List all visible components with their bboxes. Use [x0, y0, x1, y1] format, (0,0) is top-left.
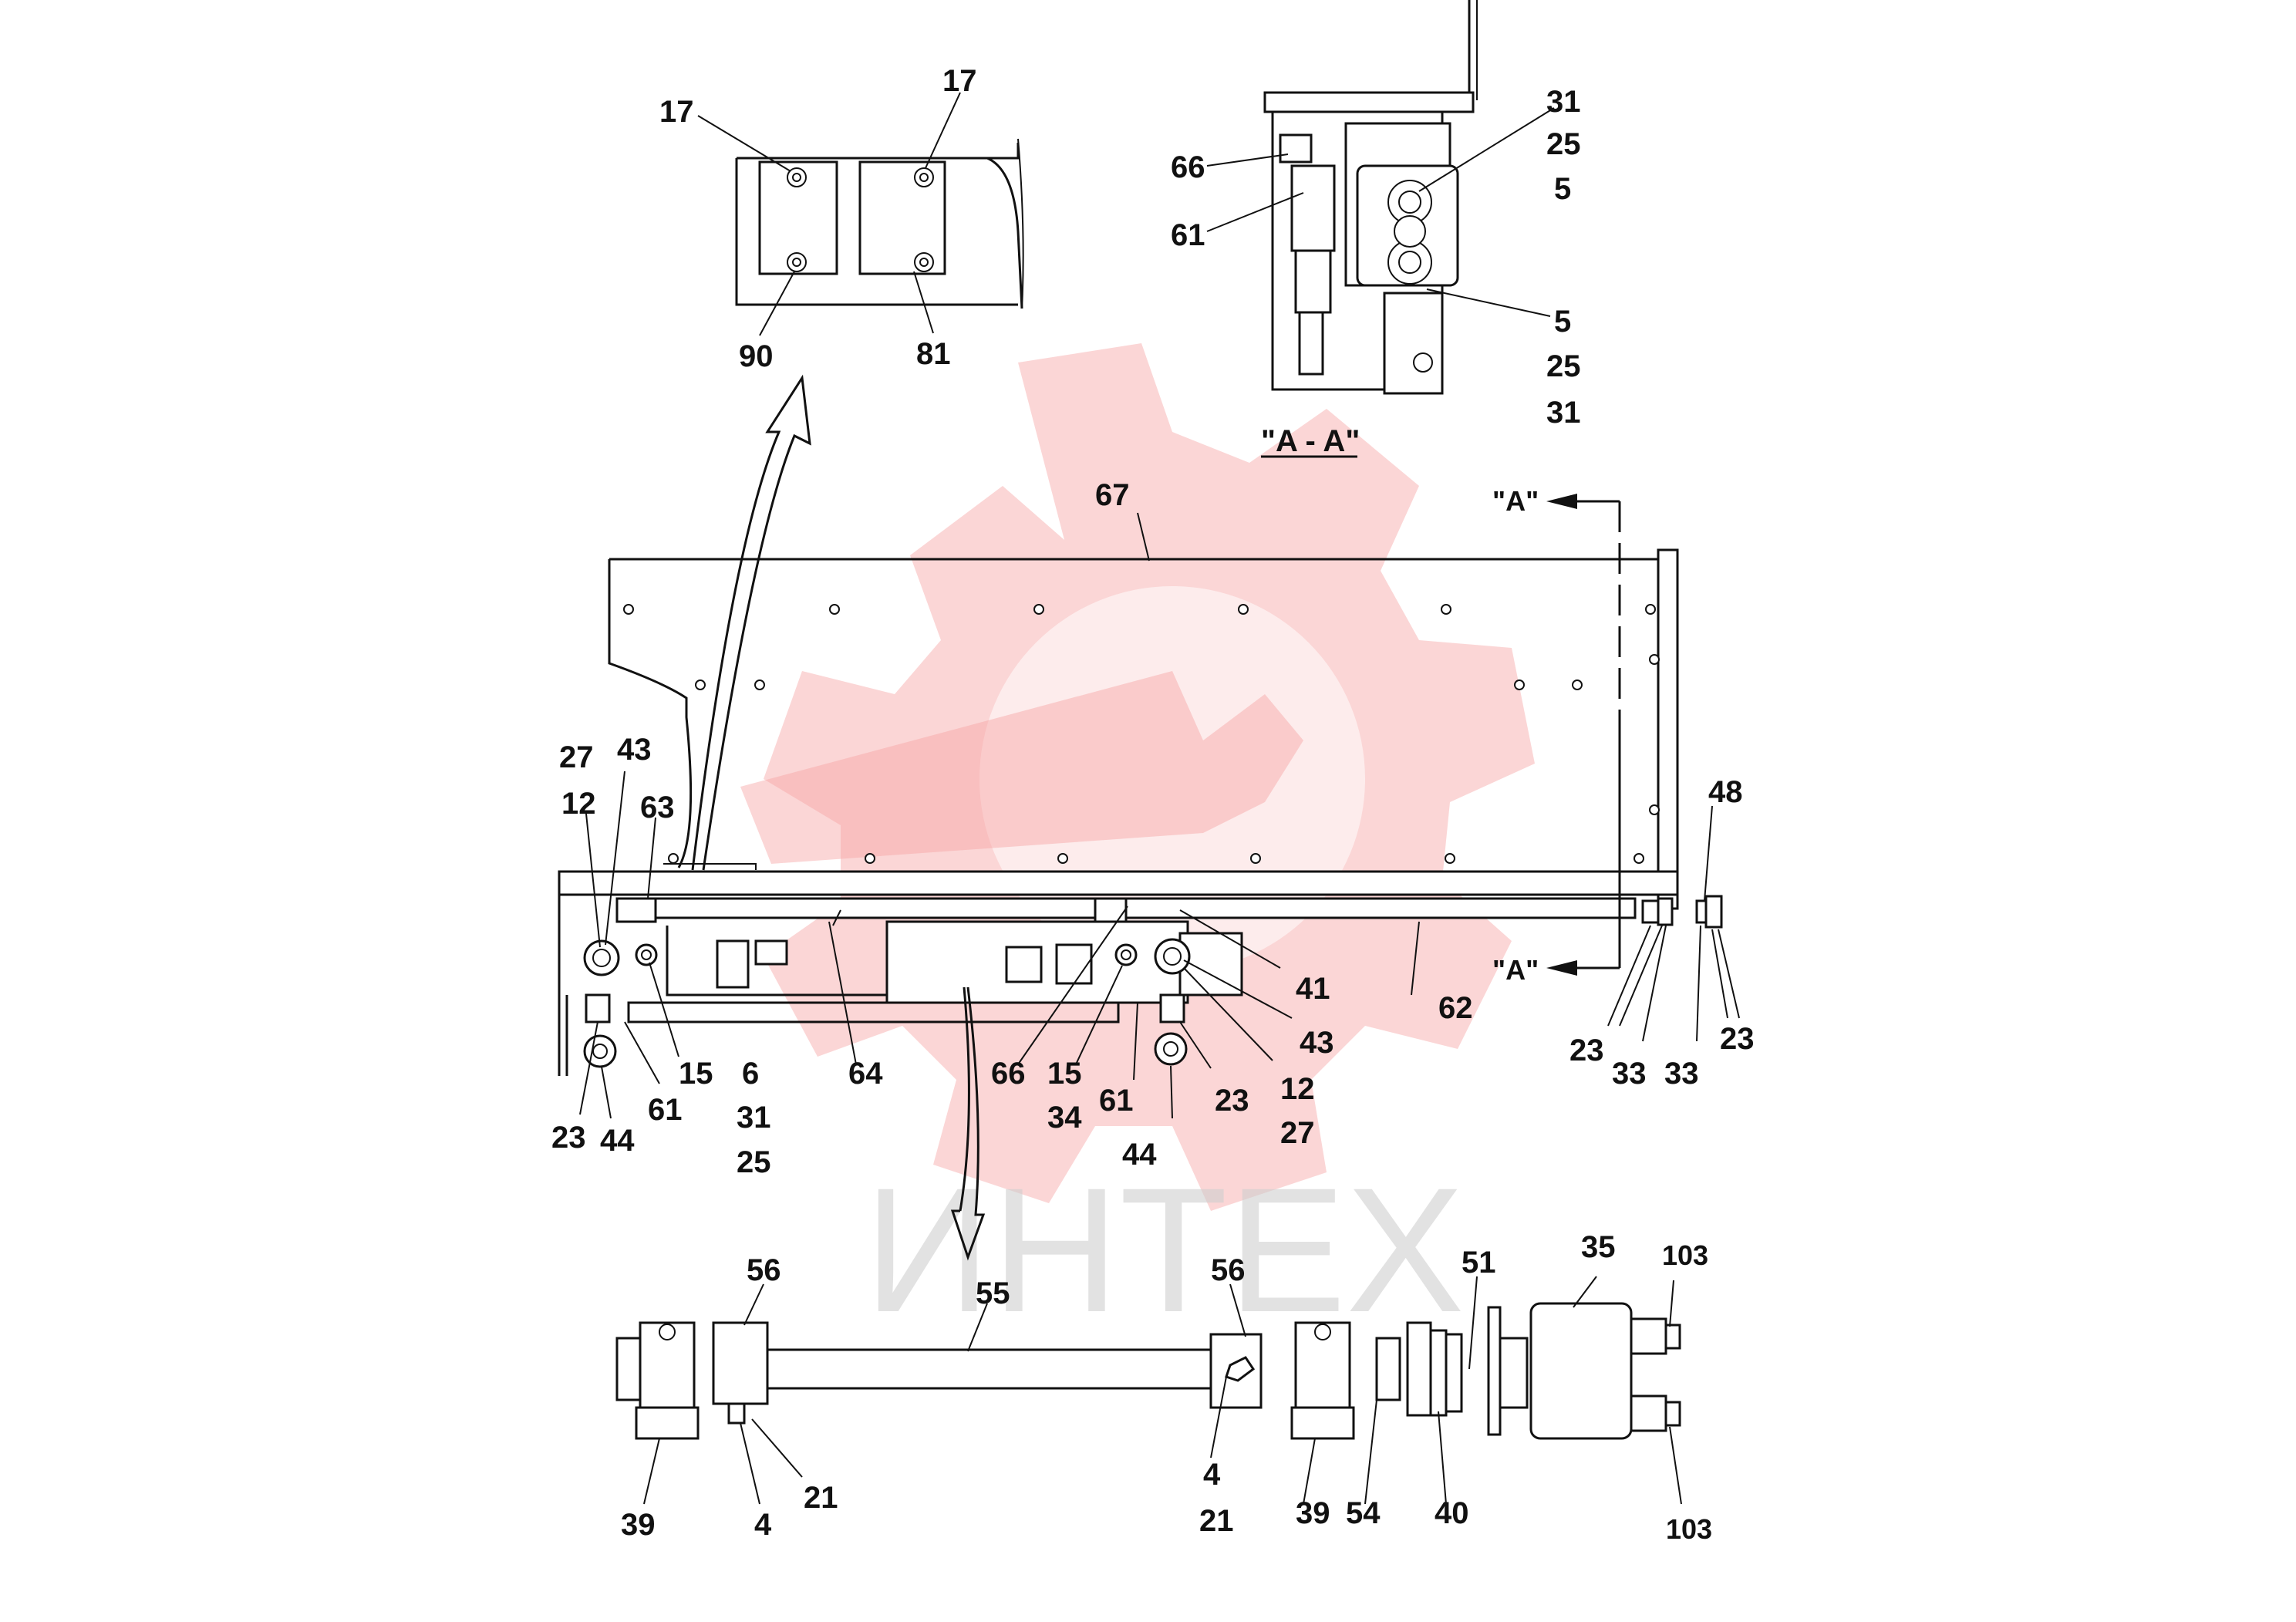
callout-label: 41: [1296, 972, 1330, 1006]
section-marker-bottom: "A": [1492, 954, 1539, 986]
callout-label: 51: [1462, 1246, 1496, 1280]
callout-label: 33: [1612, 1057, 1647, 1091]
callout-label: 21: [1199, 1504, 1234, 1538]
callout-label: 103: [1666, 1513, 1712, 1545]
callout-label: 31: [737, 1101, 771, 1135]
callout-label: 64: [848, 1057, 883, 1091]
callout-label: 25: [1546, 127, 1581, 161]
callout-label: 66: [991, 1057, 1026, 1091]
shaft-assembly: [615, 1276, 1682, 1505]
callout-label: 43: [1300, 1026, 1334, 1060]
callout-label: 23: [1215, 1084, 1249, 1118]
watermark-text: ИНТЕХ: [864, 1151, 1465, 1349]
callout-label: 90: [739, 339, 774, 373]
callout-label: 44: [1122, 1138, 1157, 1172]
callout-label: 23: [551, 1121, 586, 1155]
callout-label: 39: [1296, 1496, 1330, 1530]
callout-label: 44: [600, 1124, 635, 1158]
callout-label: 63: [640, 791, 675, 824]
callout-label: 40: [1435, 1496, 1469, 1530]
callout-label: 4: [1203, 1458, 1221, 1492]
callout-label: 67: [1095, 478, 1130, 512]
callout-label: 33: [1664, 1057, 1699, 1091]
callout-label: 61: [1171, 218, 1205, 252]
detail-view-plates: [697, 92, 1024, 336]
callout-label: 61: [648, 1093, 683, 1127]
motor-35: [1529, 1302, 1633, 1440]
callout-label: 55: [976, 1276, 1010, 1310]
callout-label: 5: [1554, 172, 1571, 206]
collar-56-left: [712, 1321, 769, 1405]
callout-label: 21: [804, 1481, 838, 1515]
callout-label: 103: [1662, 1239, 1708, 1271]
callout-label: 27: [559, 740, 594, 774]
section-marker-top: "A": [1492, 485, 1539, 517]
callout-label: 23: [1569, 1034, 1604, 1067]
callout-label: 34: [1047, 1101, 1082, 1135]
callout-label: 15: [1047, 1057, 1082, 1091]
section-title: "A - A": [1261, 424, 1360, 458]
callout-label: 54: [1346, 1496, 1381, 1530]
callout-label: 25: [1546, 349, 1581, 383]
callout-label: 66: [1171, 150, 1205, 184]
callout-label: 62: [1438, 991, 1473, 1025]
callout-label: 56: [1211, 1253, 1246, 1287]
callout-label: 39: [621, 1508, 656, 1542]
callout-label: 61: [1099, 1084, 1134, 1118]
shaft-55: [758, 1348, 1255, 1390]
callout-label: 48: [1708, 775, 1743, 809]
main-assembly: [558, 374, 1740, 1261]
callout-label: 17: [659, 95, 694, 129]
callout-label: 31: [1546, 85, 1581, 119]
callout-label: 4: [754, 1508, 772, 1542]
callout-label: 56: [747, 1253, 781, 1287]
callout-label: 5: [1554, 305, 1571, 339]
callout-label: 6: [742, 1057, 759, 1091]
section-view-a-a: [1206, 0, 1555, 458]
callout-label: 25: [737, 1145, 771, 1179]
callout-label: 81: [916, 337, 951, 371]
callout-label: 35: [1581, 1230, 1616, 1264]
callout-label: 12: [561, 787, 596, 821]
callout-label: 17: [942, 64, 977, 98]
callout-label: 27: [1280, 1116, 1315, 1150]
callout-label: 12: [1280, 1072, 1315, 1106]
callout-label: 31: [1546, 396, 1581, 430]
callout-label: 23: [1720, 1022, 1755, 1056]
callout-label: 43: [617, 733, 652, 767]
callout-label: 15: [679, 1057, 713, 1091]
panel-holes: [623, 604, 1660, 864]
